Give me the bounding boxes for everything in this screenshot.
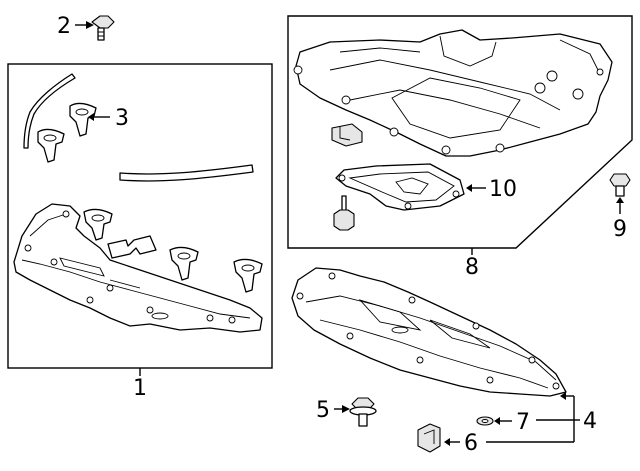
callout-label: 6 xyxy=(464,431,478,456)
group-8-frame xyxy=(287,15,633,249)
bolt-icon xyxy=(91,15,115,41)
clip-nut-icon xyxy=(417,423,441,453)
callout-label: 4 xyxy=(583,409,597,434)
callout-label: 1 xyxy=(133,376,147,401)
seal-strip-long xyxy=(119,164,254,182)
clip-icon xyxy=(169,246,199,281)
bumper-cover-part xyxy=(13,203,263,333)
washer-icon xyxy=(476,416,494,426)
clip-icon xyxy=(83,208,113,241)
callout-label: 9 xyxy=(613,217,627,242)
bolt-icon xyxy=(349,397,377,427)
callout-label: 5 xyxy=(316,398,330,423)
engine-under-cover-part xyxy=(293,29,613,157)
bracket-icon xyxy=(331,123,363,147)
seal-strip-short xyxy=(23,73,76,149)
plate-part xyxy=(335,163,465,211)
bolt-icon xyxy=(609,173,631,197)
under-cover-part xyxy=(291,267,567,397)
callout-label: 3 xyxy=(115,106,129,131)
clip-icon xyxy=(37,128,65,163)
clip-icon xyxy=(233,258,263,293)
bracket-icon xyxy=(107,235,157,259)
clip-icon xyxy=(69,102,97,137)
callout-label: 2 xyxy=(57,14,71,39)
callout-label: 7 xyxy=(516,410,530,435)
bolt-icon xyxy=(333,195,355,231)
callout-label: 10 xyxy=(489,177,517,202)
callout-label: 8 xyxy=(465,255,479,280)
